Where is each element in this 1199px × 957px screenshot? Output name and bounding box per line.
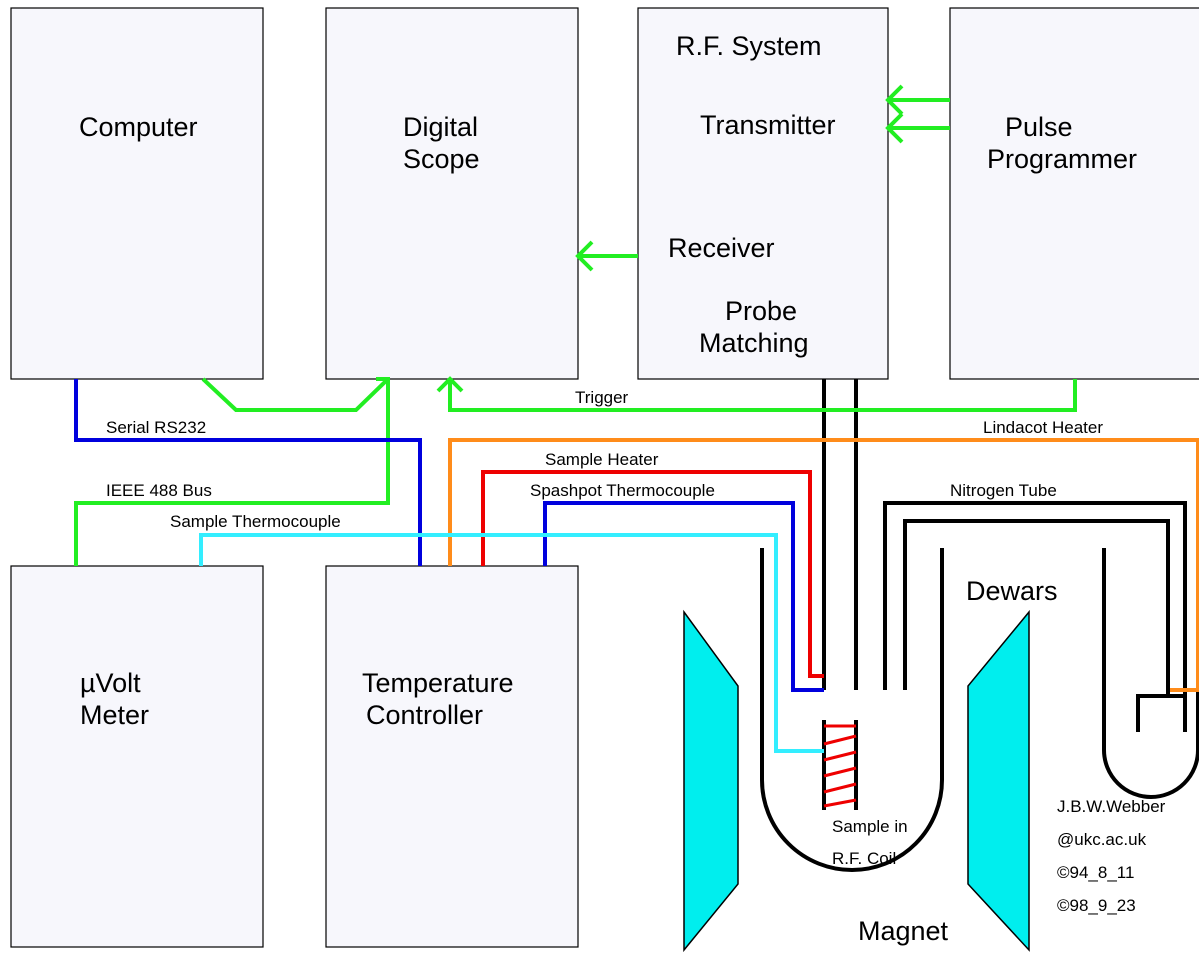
- ieee-488-label: IEEE 488 Bus: [106, 481, 212, 500]
- sample-heater-wire: [481, 470, 824, 678]
- uvolt-meter-box: [10, 565, 264, 948]
- nitrogen-tube: [883, 501, 1187, 732]
- splashpot-thermocouple-wire: [543, 501, 824, 692]
- computer-label: Computer: [79, 112, 198, 142]
- trigger-label: Trigger: [575, 388, 629, 407]
- computer-box: [10, 7, 264, 380]
- rf-system-label: R.F. System: [676, 31, 822, 61]
- digital-scope-label-1: Digital: [403, 112, 478, 142]
- temperature-controller-box: [325, 565, 579, 948]
- probe-matching-label-1: Probe: [725, 296, 797, 326]
- sample-heater-label: Sample Heater: [545, 450, 659, 469]
- uvolt-meter-label-2: Meter: [80, 700, 149, 730]
- serial-rs232-label: Serial RS232: [106, 418, 206, 437]
- splashpot-thermocouple-label: Spashpot Thermocouple: [530, 481, 715, 500]
- outer-dewar: [760, 548, 944, 872]
- lindacot-heater-wire: [448, 438, 1199, 692]
- receiver-label: Receiver: [668, 233, 775, 263]
- digital-scope-label-2: Scope: [403, 144, 480, 174]
- nitrogen-tube-label: Nitrogen Tube: [950, 481, 1057, 500]
- nitrogen-dewar: [1102, 548, 1199, 799]
- sample-label-2: R.F. Coil: [832, 849, 896, 868]
- credit-date-1: ©94_8_11: [1057, 863, 1134, 882]
- temperature-controller-label-1: Temperature: [362, 668, 514, 698]
- dewars-label: Dewars: [966, 576, 1058, 606]
- probe-matching-label-2: Matching: [699, 328, 809, 358]
- sample-thermocouple-wire: [199, 533, 824, 753]
- magnet-pole-left: [683, 609, 739, 953]
- serial-rs232-wire: [74, 379, 422, 566]
- pulse-programmer-box: [949, 7, 1199, 380]
- sample-label-1: Sample in: [832, 817, 908, 836]
- green-wiring: [74, 84, 1077, 566]
- pulse-programmer-label-1: Pulse: [1005, 112, 1073, 142]
- rf-coil: [823, 724, 857, 808]
- temperature-controller-label-2: Controller: [366, 700, 483, 730]
- transmitter-label: Transmitter: [700, 110, 836, 140]
- magnet-pole-right: [967, 609, 1030, 952]
- pulse-programmer-label-2: Programmer: [987, 144, 1137, 174]
- sample-thermocouple-label: Sample Thermocouple: [170, 512, 341, 531]
- uvolt-meter-label-1: µVolt: [80, 668, 141, 698]
- credit-date-2: ©98_9_23: [1057, 896, 1136, 915]
- credit-email: @ukc.ac.uk: [1057, 830, 1147, 849]
- credit-author: J.B.W.Webber: [1057, 797, 1166, 816]
- magnet-label: Magnet: [858, 916, 949, 946]
- lindacot-heater-label: Lindacot Heater: [983, 418, 1103, 437]
- digital-scope-box: [325, 7, 579, 380]
- rf-system-box: [637, 7, 889, 380]
